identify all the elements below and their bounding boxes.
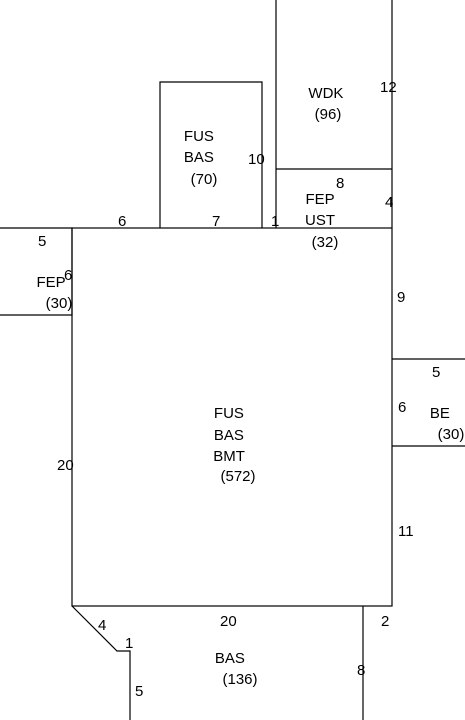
dim-bas-right: 8 <box>357 662 365 679</box>
area-label-be-right: BE (30) <box>430 405 464 443</box>
dim-wdk-right: 12 <box>380 79 397 96</box>
dim-bas-corner: 2 <box>381 613 389 630</box>
dim-be-side: 6 <box>398 399 406 416</box>
dim-bas-left: 5 <box>135 683 143 700</box>
dim-fep-ust-right: 4 <box>385 194 393 211</box>
dim-fep-ust-top: 8 <box>336 175 344 192</box>
dim-fus-bas-top-right: 10 <box>248 151 265 168</box>
dim-bas-step: 1 <box>125 635 133 652</box>
dim-main-left: 20 <box>57 457 74 474</box>
dim-fus-bas-top-bottom: 7 <box>212 213 220 230</box>
dim-main-right-lower: 11 <box>398 523 414 540</box>
dim-main-bottom: 20 <box>220 613 237 630</box>
dim-main-right-upper: 9 <box>397 289 405 306</box>
dim-top-left-segment: 6 <box>118 213 126 230</box>
dim-be-top: 5 <box>432 364 440 381</box>
main-area-outline <box>71 227 393 607</box>
area-label-fep-left: FEP (30) <box>36 274 72 312</box>
area-label-wdk: WDK (96) <box>308 85 347 123</box>
area-label-main: FUS BAS BMT (572) <box>213 405 255 485</box>
dim-fep-left-top: 5 <box>38 233 46 250</box>
fep-left-outline <box>0 227 73 316</box>
area-label-fep-ust: FEP UST (32) <box>305 191 339 251</box>
area-label-bas-bottom: BAS (136) <box>215 650 258 688</box>
dim-bas-diag: 4 <box>98 617 106 634</box>
bas-bottom-left-outline <box>71 605 131 720</box>
dim-fep-left-side: 6 <box>64 267 72 284</box>
area-label-fus-bas-top: FUS BAS (70) <box>184 128 218 188</box>
dim-gap-segment: 1 <box>271 213 279 230</box>
fus-bas-top-outline <box>159 81 263 228</box>
